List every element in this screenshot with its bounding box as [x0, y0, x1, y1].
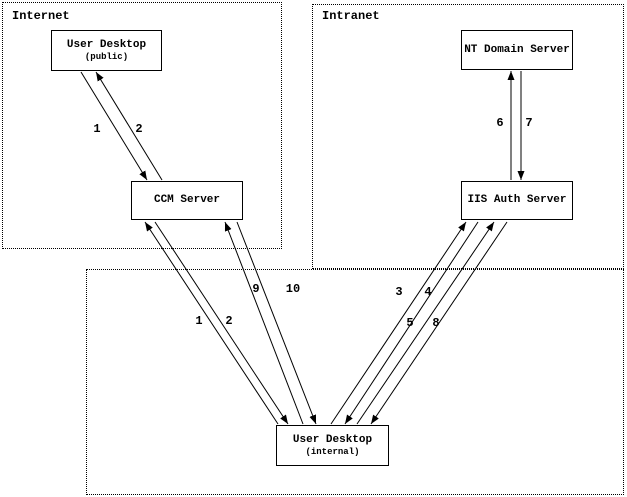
edge-label-1: 1 — [195, 314, 202, 328]
edge-label-3: 3 — [395, 285, 402, 299]
edge-label-2: 2 — [225, 314, 232, 328]
edge-label-7: 7 — [525, 116, 532, 130]
edge-label-9: 9 — [252, 282, 259, 296]
zone-internal-network-box — [86, 269, 624, 495]
edge-label-4: 4 — [424, 285, 431, 299]
edge-line-1 — [80, 71, 148, 181]
edge-line-1 — [144, 221, 279, 425]
edge-line-2 — [154, 221, 289, 425]
edge-label-2: 2 — [135, 122, 142, 136]
zone-internet-box — [2, 2, 282, 249]
node-subtitle: (internal) — [305, 447, 360, 457]
node-title: User Desktop — [66, 39, 147, 51]
edge-label-1: 1 — [93, 122, 100, 136]
edge-label-5: 5 — [406, 316, 413, 330]
zone-internet-label: Internet — [12, 9, 70, 23]
edge-line-3 — [330, 221, 467, 425]
edge-line-10 — [236, 221, 317, 425]
zone-intranet-label: Intranet — [322, 9, 380, 23]
node-user-desktop-internal: User Desktop (internal) — [276, 425, 389, 466]
node-iis-auth-server: IIS Auth Server — [461, 181, 573, 220]
node-title: NT Domain Server — [464, 43, 570, 56]
edge-line-8 — [370, 221, 508, 425]
edge-label-8: 8 — [432, 316, 439, 330]
node-nt-domain-server: NT Domain Server — [461, 30, 573, 70]
node-title: User Desktop — [292, 434, 373, 446]
edge-label-6: 6 — [496, 116, 503, 130]
node-subtitle: (public) — [84, 52, 129, 62]
edge-line-4 — [344, 221, 479, 425]
node-user-desktop-public: User Desktop (public) — [51, 30, 162, 71]
zone-intranet-box — [312, 4, 624, 269]
node-ccm-server: CCM Server — [131, 181, 243, 220]
node-title: IIS Auth Server — [467, 194, 567, 206]
node-title: CCM Server — [153, 194, 220, 206]
edge-label-10: 10 — [286, 282, 300, 296]
edge-line-2 — [95, 71, 163, 181]
edge-line-5 — [356, 221, 495, 425]
edge-line-9 — [224, 221, 304, 425]
